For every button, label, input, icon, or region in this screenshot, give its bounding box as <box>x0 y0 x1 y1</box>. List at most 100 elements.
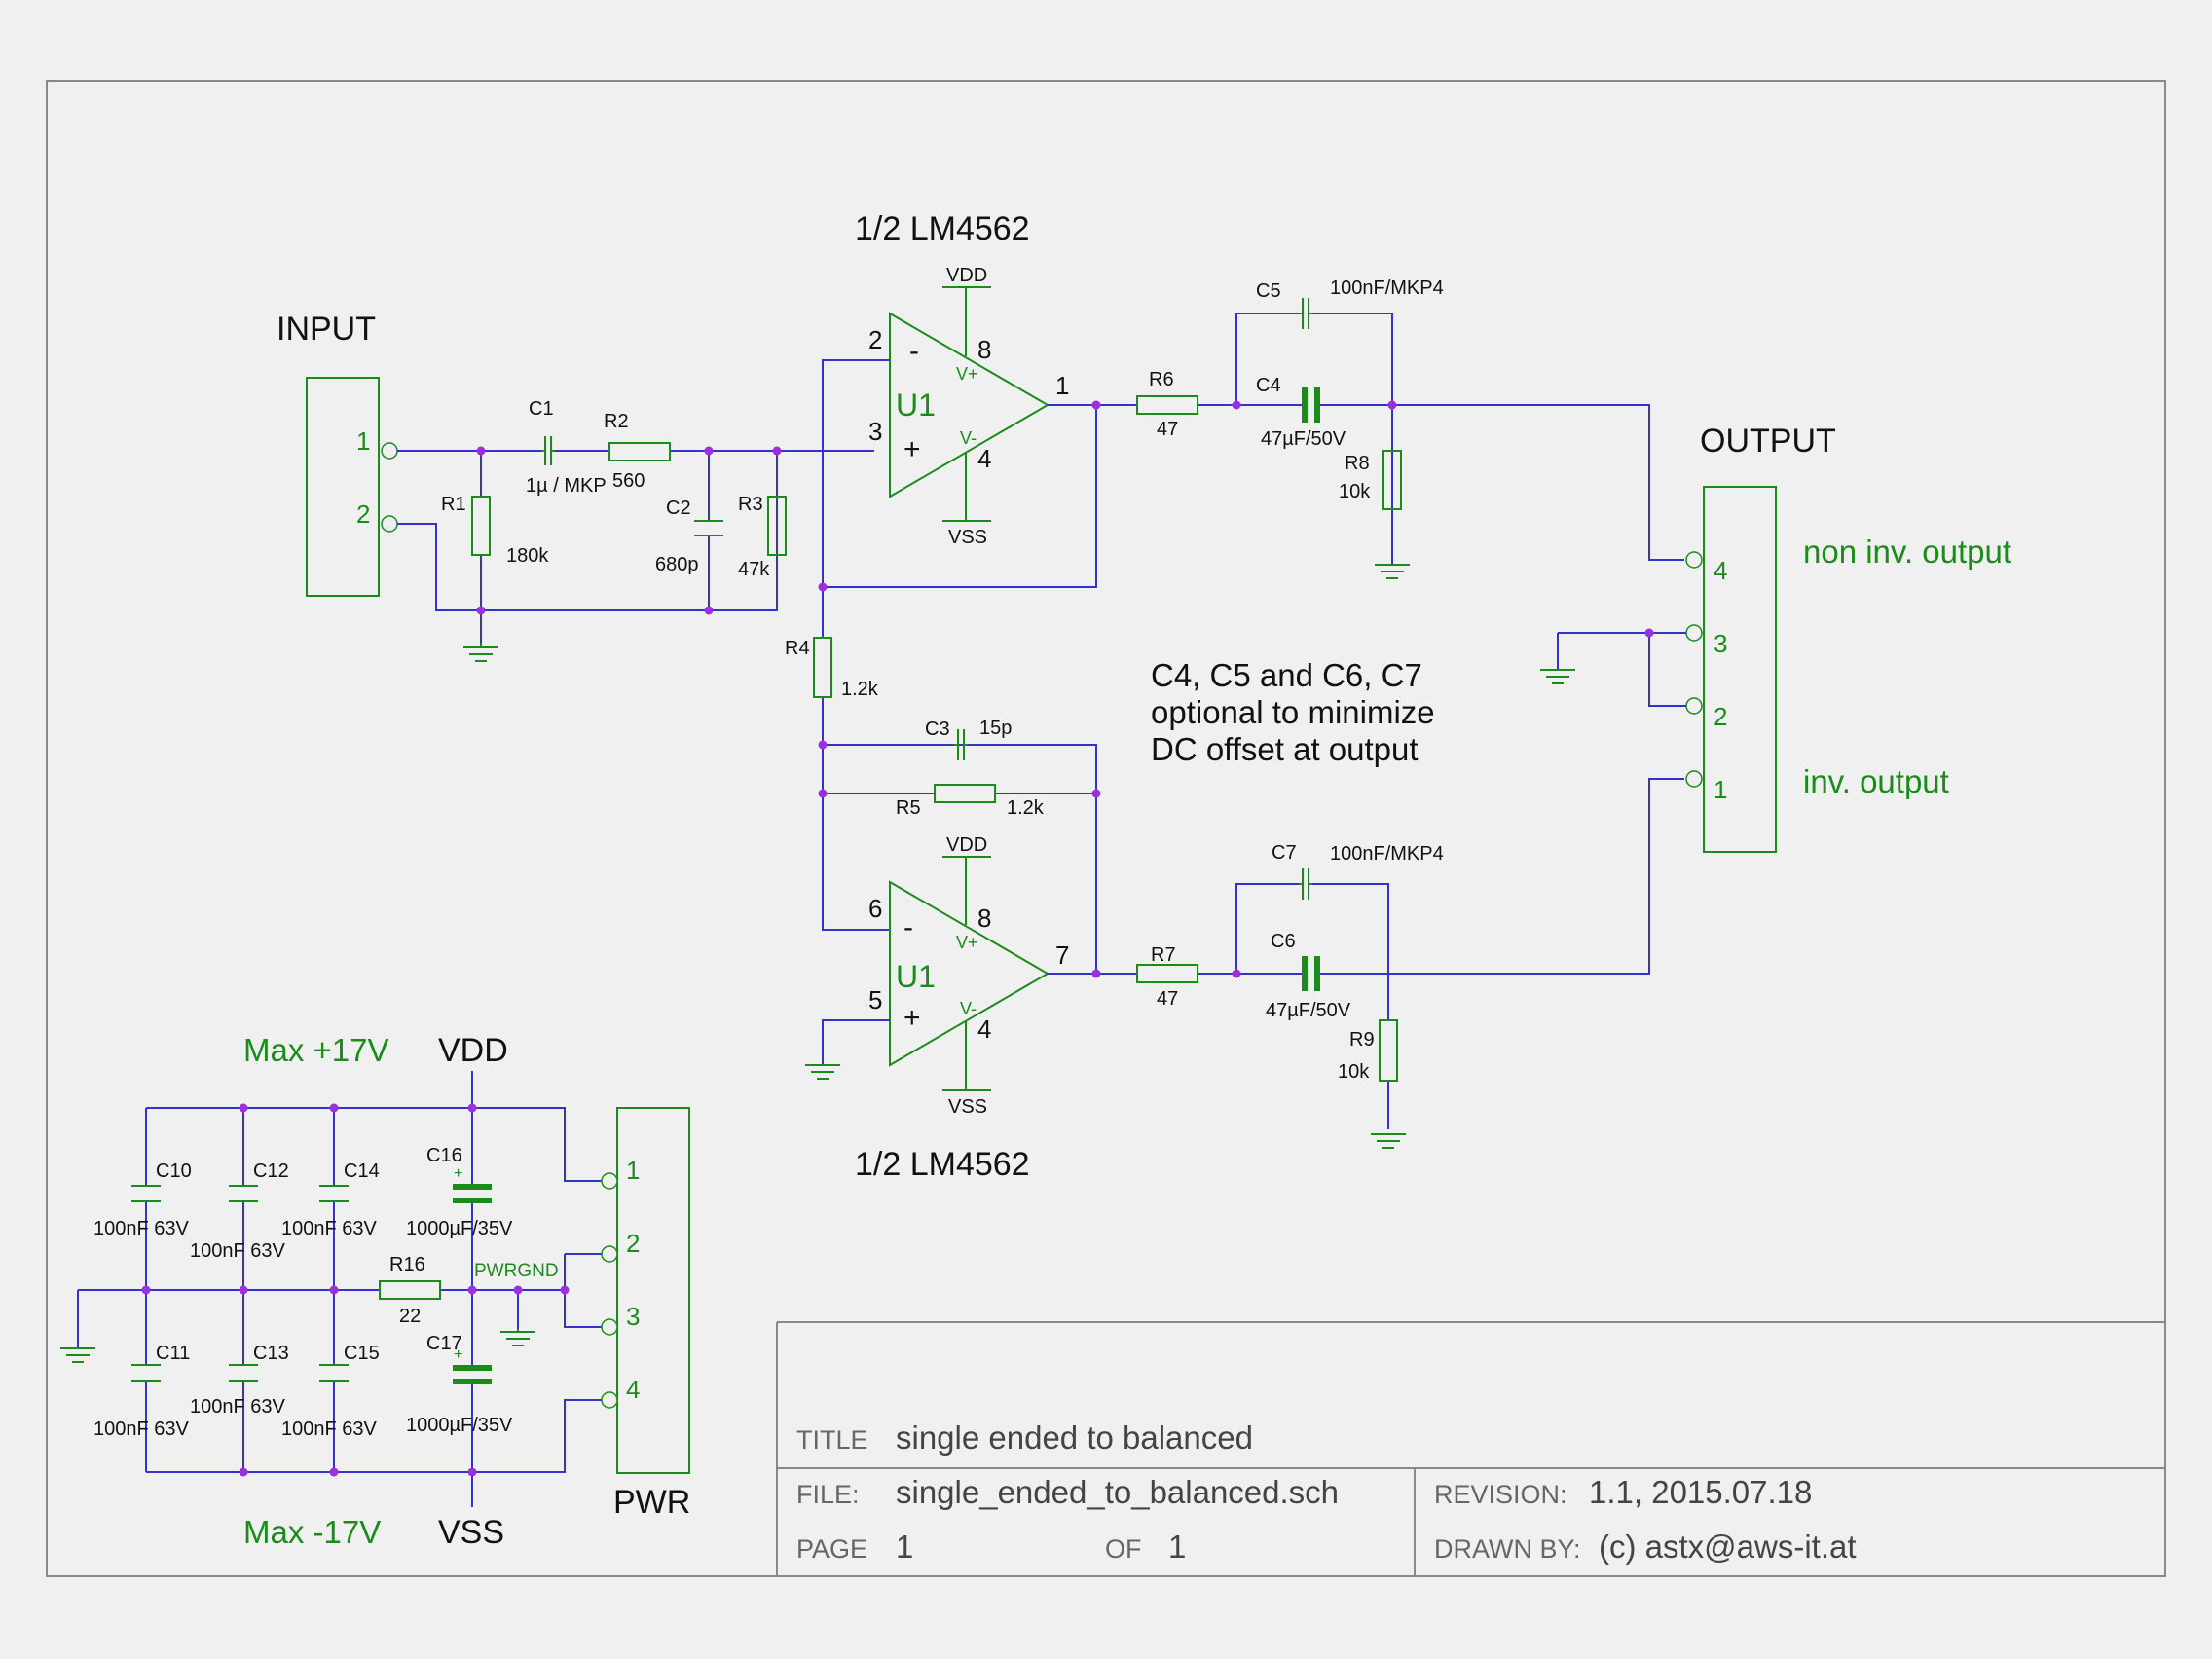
svg-text:4: 4 <box>977 444 991 473</box>
resistor-r6: R6 47 <box>1136 369 1198 440</box>
svg-text:C6: C6 <box>1271 931 1296 952</box>
svg-text:V+: V+ <box>956 933 978 952</box>
svg-text:22: 22 <box>399 1306 421 1327</box>
svg-text:560: 560 <box>612 470 645 492</box>
svg-text:VSS: VSS <box>948 527 987 548</box>
capacitor-c3: C3 15p <box>925 718 1012 760</box>
svg-text:7: 7 <box>1055 940 1069 970</box>
max-pos-label: Max +17V <box>243 1032 389 1068</box>
capacitor-c12: C12 100nF 63V <box>190 1161 289 1262</box>
of-value: 1 <box>1168 1529 1186 1565</box>
svg-text:R8: R8 <box>1345 453 1370 474</box>
svg-text:1.2k: 1.2k <box>1007 797 1045 819</box>
resistor-r5: R5 1.2k <box>896 784 1045 819</box>
input-pin-2: 2 <box>356 499 370 529</box>
opamp-u1b: VDD VSS - + U1 V+ V- 6 5 8 4 7 <box>868 834 1069 1118</box>
opamp-top-label: 1/2 LM4562 <box>855 210 1030 247</box>
capacitor-c1: C1 1µ / MKP <box>526 398 607 497</box>
svg-text:U1: U1 <box>896 959 936 994</box>
svg-text:R4: R4 <box>785 638 810 659</box>
opamp-bottom-label: 1/2 LM4562 <box>855 1146 1030 1183</box>
resistor-r4: R4 1.2k <box>785 637 879 700</box>
svg-text:C7: C7 <box>1272 842 1297 864</box>
svg-text:47µF/50V: 47µF/50V <box>1261 428 1346 450</box>
title-value: single ended to balanced <box>896 1419 1253 1456</box>
output-connector: 4 3 2 1 <box>1685 486 1777 853</box>
svg-text:FILE:: FILE: <box>796 1480 860 1509</box>
svg-text:C11: C11 <box>156 1343 190 1364</box>
svg-text:+: + <box>454 1165 462 1182</box>
pwr-label: PWR <box>613 1484 690 1521</box>
svg-text:8: 8 <box>977 903 991 933</box>
capacitor-c17: + C17 1000µF/35V <box>406 1333 513 1436</box>
svg-text:OF: OF <box>1105 1534 1142 1564</box>
svg-text:DRAWN BY:: DRAWN BY: <box>1434 1534 1581 1564</box>
capacitor-c6: C6 47µF/50V <box>1266 931 1351 1021</box>
svg-text:47µF/50V: 47µF/50V <box>1266 1000 1351 1021</box>
svg-text:VDD: VDD <box>946 265 987 286</box>
vdd-label: VDD <box>438 1032 508 1069</box>
opamp-u1a: VDD VSS - + U1 V+ V- 2 3 8 4 1 <box>868 265 1069 548</box>
svg-text:VSS: VSS <box>948 1096 987 1118</box>
svg-text:10k: 10k <box>1339 481 1371 502</box>
svg-text:R7: R7 <box>1151 944 1176 966</box>
bottom-wires <box>805 778 1684 1129</box>
svg-text:C15: C15 <box>344 1343 380 1364</box>
svg-text:-: - <box>909 335 919 367</box>
resistor-r3: R3 47k <box>738 494 787 580</box>
svg-text:1000µF/35V: 1000µF/35V <box>406 1415 513 1436</box>
title-block: TITLE single ended to balanced FILE: sin… <box>776 1321 2165 1576</box>
svg-text:+: + <box>903 1002 921 1034</box>
junction-dots <box>141 400 1654 1477</box>
svg-text:C3: C3 <box>925 719 950 740</box>
svg-text:2: 2 <box>626 1229 640 1258</box>
svg-text:C10: C10 <box>156 1161 192 1182</box>
svg-text:3: 3 <box>868 417 882 446</box>
svg-text:100nF 63V: 100nF 63V <box>281 1419 378 1440</box>
svg-text:C2: C2 <box>666 498 691 519</box>
pwrgnd-label: PWRGND <box>474 1261 559 1281</box>
svg-text:100nF 63V: 100nF 63V <box>190 1240 286 1262</box>
svg-text:DC offset at output: DC offset at output <box>1151 731 1419 767</box>
svg-text:TITLE: TITLE <box>796 1425 868 1455</box>
svg-text:3: 3 <box>626 1302 640 1331</box>
svg-text:1: 1 <box>626 1156 640 1185</box>
svg-text:100nF 63V: 100nF 63V <box>190 1396 286 1418</box>
capacitor-c5: C5 100nF/MKP4 <box>1256 277 1444 329</box>
resistor-r7: R7 47 <box>1136 944 1198 1010</box>
input-label: INPUT <box>276 311 376 348</box>
page-value: 1 <box>896 1529 913 1565</box>
input-pin-1: 1 <box>356 426 370 456</box>
svg-text:C4: C4 <box>1256 375 1281 396</box>
drawing-frame <box>46 80 2166 1577</box>
non-inv-output-label: non inv. output <box>1803 534 2011 570</box>
resistor-r1: R1 180k <box>441 494 549 567</box>
svg-text:VDD: VDD <box>946 834 987 856</box>
capacitor-c13: C13 100nF 63V <box>190 1343 289 1418</box>
svg-text:optional to minimize: optional to minimize <box>1151 694 1435 730</box>
capacitor-c15: C15 100nF 63V <box>281 1343 380 1440</box>
svg-text:+: + <box>903 433 921 465</box>
max-neg-label: Max -17V <box>243 1514 381 1550</box>
svg-text:5: 5 <box>868 985 882 1014</box>
svg-text:C1: C1 <box>529 398 554 420</box>
svg-text:C5: C5 <box>1256 280 1281 302</box>
svg-text:R1: R1 <box>441 494 466 515</box>
svg-text:C13: C13 <box>253 1343 289 1364</box>
vss-label: VSS <box>438 1514 504 1551</box>
inv-output-label: inv. output <box>1803 763 1949 799</box>
svg-text:4: 4 <box>626 1375 640 1404</box>
svg-text:3: 3 <box>1714 629 1727 658</box>
svg-text:680p: 680p <box>655 554 699 575</box>
resistor-r2: R2 560 <box>604 411 671 492</box>
ground-symbol <box>463 643 498 662</box>
capacitor-c11: C11 100nF 63V <box>93 1343 190 1440</box>
svg-text:-: - <box>903 911 913 943</box>
svg-text:15p: 15p <box>979 718 1012 739</box>
svg-text:R16: R16 <box>389 1254 425 1275</box>
svg-text:100nF 63V: 100nF 63V <box>93 1218 190 1239</box>
svg-text:R6: R6 <box>1149 369 1174 390</box>
svg-text:1000µF/35V: 1000µF/35V <box>406 1218 513 1239</box>
pwr-connector: 1 2 3 4 <box>601 1107 690 1474</box>
power-wires <box>77 1071 602 1507</box>
